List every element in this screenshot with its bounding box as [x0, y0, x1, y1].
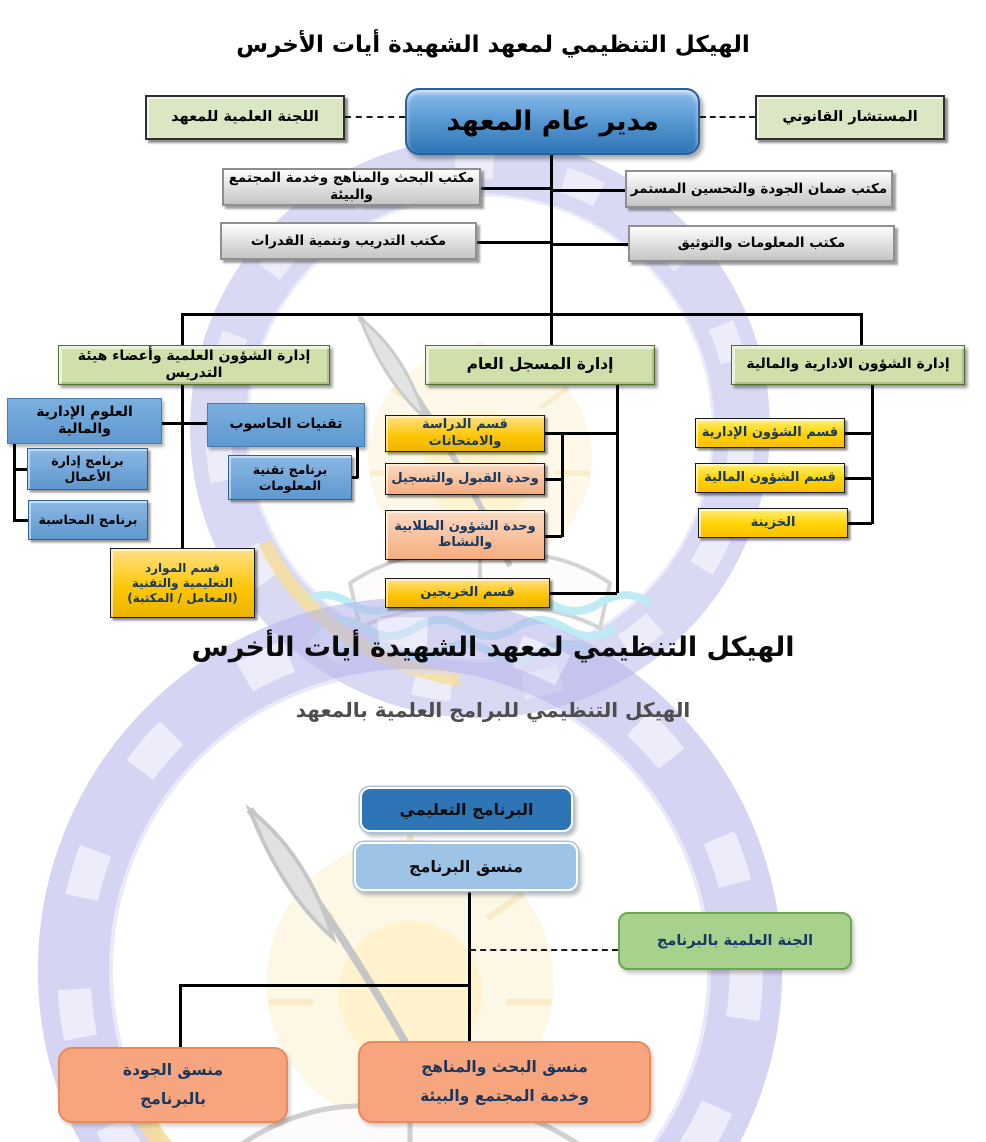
box-program-scientific-committee: الجنة العلمية بالبرنامج	[618, 912, 852, 970]
connector-line	[181, 313, 862, 316]
connector-line	[468, 891, 471, 1048]
box-admin-affairs-dept: قسم الشؤون الإدارية	[695, 418, 845, 448]
box-study-exams: قسم الدراسة والامتحانات	[385, 415, 545, 452]
connector-line	[550, 155, 553, 345]
connector-line	[545, 478, 562, 481]
connector-line	[871, 385, 874, 524]
box-quality-office: مكتب ضمان الجودة والتحسين المستمر	[625, 170, 893, 208]
box-scientific-affairs-dept: إدارة الشؤون العلمية وأعضاء هيئة التدريس	[58, 345, 330, 385]
chart1-title: الهيكل التنظيمي لمعهد الشهيدة أيات الأخر…	[236, 32, 750, 58]
connector-line	[350, 476, 358, 479]
box-program-coordinator: منسق البرنامج	[354, 842, 578, 891]
box-admin-financial-dept: إدارة الشؤون الادارية والمالية	[731, 345, 965, 385]
connector-line	[845, 432, 872, 435]
connector-line	[13, 519, 29, 522]
connector-line	[481, 187, 551, 190]
connector-dashed	[345, 116, 405, 118]
chart2-subtitle: الهيكل التنظيمي للبرامج العلمية بالمعهد	[295, 698, 691, 722]
box-educational-program: البرنامج التعليمي	[360, 787, 573, 832]
connector-dashed	[700, 116, 755, 118]
box-financial-affairs-dept: قسم الشؤون المالية	[695, 463, 845, 493]
chart2-title: الهيكل التنظيمي لمعهد الشهيدة أيات الأخر…	[191, 632, 795, 663]
box-director-general: مدير عام المعهد	[405, 88, 700, 155]
connector-line	[356, 447, 359, 478]
box-graduates-dept: قسم الخريجين	[385, 578, 550, 608]
connector-line	[616, 385, 619, 593]
box-student-affairs-unit: وحدة الشؤون الطلابية والنشاط	[385, 510, 545, 560]
box-research-office: مكتب البحث والمناهج وخدمة المجتمع والبيئ…	[222, 168, 481, 206]
connector-line	[860, 313, 863, 346]
connector-line	[13, 443, 16, 521]
connector-line	[477, 241, 551, 244]
box-computer-tech: تقنيات الحاسوب	[207, 403, 365, 447]
box-registrar-dept: إدارة المسجل العام	[425, 345, 655, 385]
connector-line	[848, 522, 872, 525]
connector-line	[13, 468, 28, 471]
connector-line	[561, 432, 564, 537]
box-legal-advisor: المستشار القانوني	[755, 95, 945, 140]
connector-dashed	[470, 949, 618, 951]
box-training-office: مكتب التدريب وتنمية القدرات	[220, 222, 477, 260]
box-accounting-program: برنامج المحاسبة	[28, 500, 148, 540]
connector-line	[551, 243, 628, 246]
connector-line	[545, 535, 562, 538]
box-resources-dept: قسم الموارد التعليمية والتقنية (المعامل …	[110, 548, 255, 618]
box-admission-unit: وحدة القبول والتسجيل	[385, 463, 545, 495]
connector-line	[551, 189, 625, 192]
box-admin-sciences: العلوم الإدارية والمالية	[7, 398, 162, 444]
connector-line	[179, 984, 182, 1048]
connector-line	[550, 592, 617, 595]
connector-line	[162, 422, 208, 425]
connector-line	[845, 477, 872, 480]
connector-line	[179, 984, 470, 987]
box-business-program: برنامج إدارة الأعمال	[27, 448, 148, 490]
connector-line	[181, 313, 184, 346]
box-quality-coordinator: منسق الجودة بالبرنامج	[58, 1047, 288, 1123]
connector-line	[545, 432, 617, 435]
connector-line	[181, 385, 184, 549]
box-scientific-committee: اللجنة العلمية للمعهد	[145, 95, 345, 140]
box-information-office: مكتب المعلومات والتوثيق	[628, 225, 895, 262]
box-research-coordinator: منسق البحث والمناهج وخدمة المجتمع والبيئ…	[358, 1041, 651, 1123]
box-treasury: الخزينة	[698, 508, 848, 538]
box-it-program: برنامج تقنية المعلومات	[228, 455, 352, 500]
